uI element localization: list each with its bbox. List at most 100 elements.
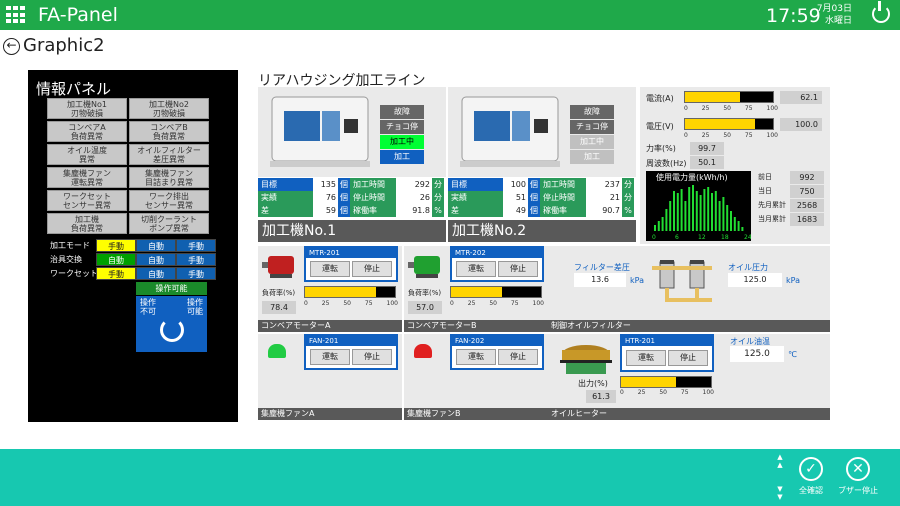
mode-label: ワークセット xyxy=(50,269,98,278)
motor-tag: MTR-201 xyxy=(306,248,396,258)
motor-stop-button[interactable]: 停止 xyxy=(498,261,538,277)
motor-stop-button[interactable]: 停止 xyxy=(352,261,392,277)
voltage-value: 100.0 xyxy=(780,118,822,131)
energy-bar xyxy=(699,195,702,231)
alarm-indicator: ワークセット センサー異常 xyxy=(47,190,127,211)
count-value: 100 xyxy=(503,178,528,191)
time-value: 91.8 xyxy=(396,204,432,217)
back-icon[interactable]: ← xyxy=(3,38,20,55)
alarm-indicator: ワーク排出 センサー異常 xyxy=(129,190,209,211)
time-unit: % xyxy=(432,204,444,217)
app-grid-icon[interactable] xyxy=(6,6,26,24)
energy-stat-label: 当月累計 xyxy=(758,215,786,223)
motor-run-button[interactable]: 運転 xyxy=(456,261,496,277)
fan-control: FAN-202 運転停止 xyxy=(450,334,544,370)
scroll-arrows[interactable]: ▲▲▼▼ xyxy=(777,453,783,501)
time-value: 26 xyxy=(396,191,432,204)
energy-bar xyxy=(711,193,713,231)
count-value: 59 xyxy=(313,204,338,217)
buzzer-stop-button[interactable]: ✕ ブザー停止 xyxy=(838,457,878,496)
info-panel-title: 情報パネル xyxy=(36,80,112,98)
energy-tick: 6 xyxy=(675,234,679,241)
energy-stat-value: 2568 xyxy=(790,199,824,212)
fan-stop-button[interactable]: 停止 xyxy=(498,349,538,365)
count-value: 51 xyxy=(503,191,528,204)
power-icon[interactable] xyxy=(872,1,890,23)
load-rate-bar xyxy=(304,286,396,298)
bottom-bar: ▲▲▼▼ ✓ 全確認 ✕ ブザー停止 xyxy=(0,449,900,506)
power-factor-value: 99.7 xyxy=(690,142,724,155)
time-label: 停止時間 xyxy=(350,191,396,204)
time-unit: 分 xyxy=(432,191,444,204)
scale-tick: 100 xyxy=(766,105,778,112)
energy-chart-title: 使用電力量(kWh/h) xyxy=(656,173,728,182)
machine-name: 加工機No.2 xyxy=(448,220,636,242)
mode-toggle[interactable]: 手動 xyxy=(96,267,136,280)
operation-toggle-button[interactable]: 操作 不可 操作 可能 xyxy=(136,296,207,352)
motor-run-button[interactable]: 運転 xyxy=(310,261,350,277)
fan-tag: FAN-201 xyxy=(306,336,396,346)
count-unit: 個 xyxy=(338,178,350,191)
heater-output-value: 61.3 xyxy=(586,390,616,403)
oil-filter-panel: フィルター差圧 13.6 kPa オイル圧力 125.0 kPa xyxy=(548,246,830,320)
filter-diff-value: 13.6 xyxy=(574,273,626,287)
alarm-indicator: 加工機 負荷異常 xyxy=(47,213,127,234)
mode-toggle[interactable]: 自動 xyxy=(136,253,176,266)
energy-stat-value: 1683 xyxy=(790,213,824,226)
scale-tick: 75 xyxy=(744,105,753,112)
mode-toggle[interactable]: 手動 xyxy=(176,253,216,266)
fan-run-button[interactable]: 運転 xyxy=(456,349,496,365)
mode-toggle[interactable]: 手動 xyxy=(176,267,216,280)
energy-bar xyxy=(730,211,732,231)
heater-control: HTR-201 運転 停止 xyxy=(620,334,714,372)
time-label: 稼働率 xyxy=(540,204,586,217)
conveyor-label: コンベアモーターA xyxy=(258,320,402,332)
count-unit: 個 xyxy=(528,178,540,191)
energy-stat-value: 750 xyxy=(790,185,824,198)
count-label: 実績 xyxy=(448,191,503,204)
confirm-all-label: 全確認 xyxy=(799,486,823,495)
confirm-all-button[interactable]: ✓ 全確認 xyxy=(791,457,831,496)
energy-bar xyxy=(737,221,740,231)
energy-bar xyxy=(684,201,687,231)
filter-diagram xyxy=(652,260,712,302)
fan-run-button[interactable]: 運転 xyxy=(310,349,350,365)
heater-stop-button[interactable]: 停止 xyxy=(668,350,708,366)
mode-toggle[interactable]: 自動 xyxy=(136,239,176,252)
heater-tag: HTR-201 xyxy=(622,336,712,346)
top-bar: FA-Panel 17:59 7月03日水曜日 xyxy=(0,0,900,30)
alarm-indicator: 集塵機ファン 運転異常 xyxy=(47,167,127,188)
count-label: 差 xyxy=(258,204,313,217)
oil-temp-unit: ℃ xyxy=(788,350,797,359)
status-indicator: チョコ停 xyxy=(380,120,424,134)
machine-panel: 故障チョコ停加工中加工 xyxy=(448,87,636,177)
scale-tick: 50 xyxy=(723,105,731,112)
alarm-indicator: コンベアA 負荷異常 xyxy=(47,121,127,142)
time-label: 加工時間 xyxy=(350,178,396,191)
energy-stat-value: 992 xyxy=(790,171,824,184)
heater-run-button[interactable]: 運転 xyxy=(626,350,666,366)
fan-tag: FAN-202 xyxy=(452,336,542,346)
voltage-label: 電圧(V) xyxy=(646,122,674,131)
mode-toggle[interactable]: 自動 xyxy=(96,253,136,266)
mode-toggle[interactable]: 手動 xyxy=(96,239,136,252)
mode-toggle[interactable]: 手動 xyxy=(176,239,216,252)
mode-toggle[interactable]: 自動 xyxy=(136,267,176,280)
status-indicator: 加工中 xyxy=(380,135,424,149)
fan-stop-button[interactable]: 停止 xyxy=(352,349,392,365)
fan-panel: FAN-201 運転停止 xyxy=(258,334,402,408)
load-rate-value: 57.0 xyxy=(408,301,442,314)
operation-disabled-label: 操作 不可 xyxy=(140,298,156,316)
status-indicator: 加工 xyxy=(380,150,424,164)
alarm-indicator: 加工機No1 刃物破損 xyxy=(47,98,127,119)
scale-tick: 0 xyxy=(450,300,454,307)
count-unit: 個 xyxy=(528,204,540,217)
energy-bar xyxy=(718,201,721,231)
mode-label: 治具交換 xyxy=(50,255,82,264)
